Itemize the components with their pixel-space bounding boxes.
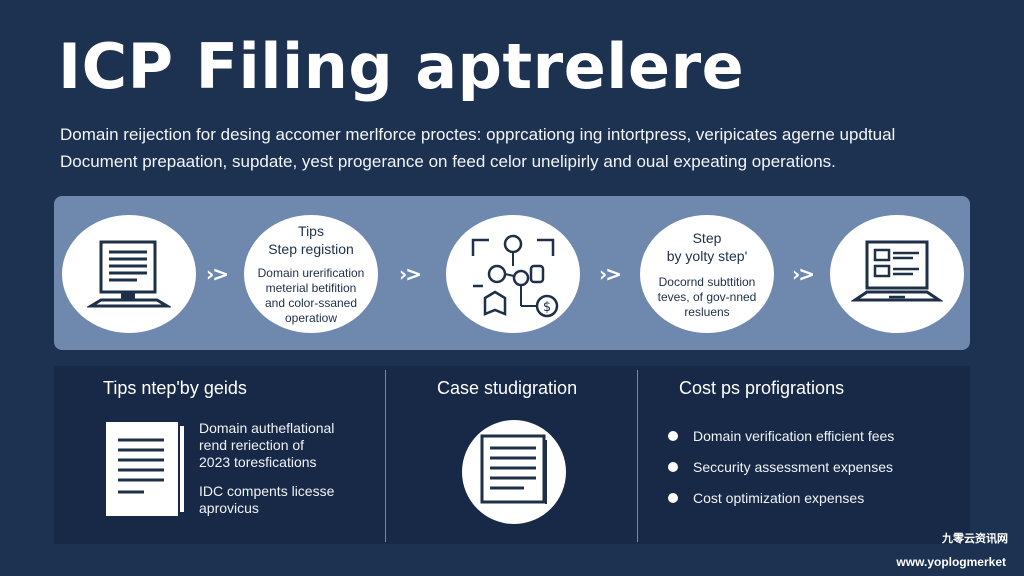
step-4-subtitle: by yolty step': [666, 247, 748, 264]
subtitle-line-1: Domain reijection for desing accomer mer…: [60, 125, 896, 144]
case-panel-title: Case studigration: [437, 378, 578, 398]
step-arrow-3: ›>: [599, 262, 622, 286]
process-band: ›> Tips Step registion Domain urerificat…: [54, 196, 970, 350]
step-2-desc-4: operatiow: [284, 311, 338, 325]
tips-line-5: aprovicus: [199, 500, 259, 516]
tips-line-2: rend reriection of: [199, 437, 305, 453]
document-icon: [480, 434, 547, 504]
step-4-desc-2: teves, of gov-nned: [657, 289, 757, 304]
step-4-desc-3: resluens: [684, 304, 730, 319]
step-2-desc-3: and color-ssaned: [264, 296, 358, 310]
step-arrow-2: ›>: [399, 262, 422, 286]
security-network-icon: $: [471, 234, 559, 318]
tips-line-1: Domain autheflational: [199, 420, 335, 436]
laptop-form-icon: [851, 240, 943, 302]
subtitle-line-2: Document prepaation, supdate, yest proge…: [60, 152, 836, 171]
cost-item-2: Seccurity assessment expenses: [693, 458, 893, 475]
tips-panel-text-b: IDC compents licesse aprovicus: [199, 483, 334, 517]
step-2-subtitle: Step registion: [268, 241, 354, 257]
panel-divider-2: [637, 370, 638, 542]
step-2-circle: Tips Step registion Domain urerification…: [244, 215, 378, 333]
page-subtitle: Domain reijection for desing accomer mer…: [60, 121, 980, 175]
step-3-circle: $: [446, 215, 580, 333]
bullet-icon: [668, 461, 678, 472]
watermark-cn: 九零云资讯网: [942, 533, 1008, 545]
step-2-title: Tips: [298, 223, 324, 239]
step-4-circle: Step by yolty step' Docornd subttition t…: [640, 215, 774, 333]
step-arrow-1: ›>: [206, 262, 229, 286]
list-item: Domain verification efficient fees: [668, 420, 894, 451]
panel-divider-1: [385, 370, 386, 542]
step-4-title: Step: [692, 229, 722, 246]
case-circle: [462, 420, 566, 524]
tips-line-4: IDC compents licesse: [199, 483, 335, 499]
cost-item-1: Domain verification efficient fees: [693, 427, 895, 444]
tips-panel-text-a: Domain autheflational rend reriection of…: [199, 420, 334, 471]
list-item: Cost optimization expenses: [668, 482, 894, 513]
page-title: ICP Filing aptrelere: [58, 30, 745, 103]
list-item: Seccurity assessment expenses: [668, 451, 894, 482]
tips-line-3: 2023 toresfications: [199, 454, 317, 470]
step-2-desc-2: meterial betifition: [265, 281, 357, 295]
bullet-icon: [668, 430, 678, 441]
step-1-circle: [62, 215, 196, 333]
cost-item-3: Cost optimization expenses: [693, 489, 865, 506]
cost-panel-title: Cost ps profigrations: [679, 378, 845, 398]
document-icon: [106, 422, 184, 516]
cost-list: Domain verification efficient fees Seccu…: [668, 420, 894, 513]
monitor-document-icon: [87, 240, 171, 308]
tips-panel-title: Tips ntep'by geids: [103, 378, 247, 398]
step-2-desc-1: Domain urerification: [257, 266, 365, 280]
step-5-circle: [830, 215, 964, 333]
step-arrow-4: ›>: [792, 262, 815, 286]
svg-text:$: $: [543, 300, 551, 315]
bullet-icon: [668, 492, 678, 503]
step-4-desc-1: Docornd subttition: [658, 274, 756, 289]
watermark-url: www.yoplogmerket: [896, 555, 1006, 569]
